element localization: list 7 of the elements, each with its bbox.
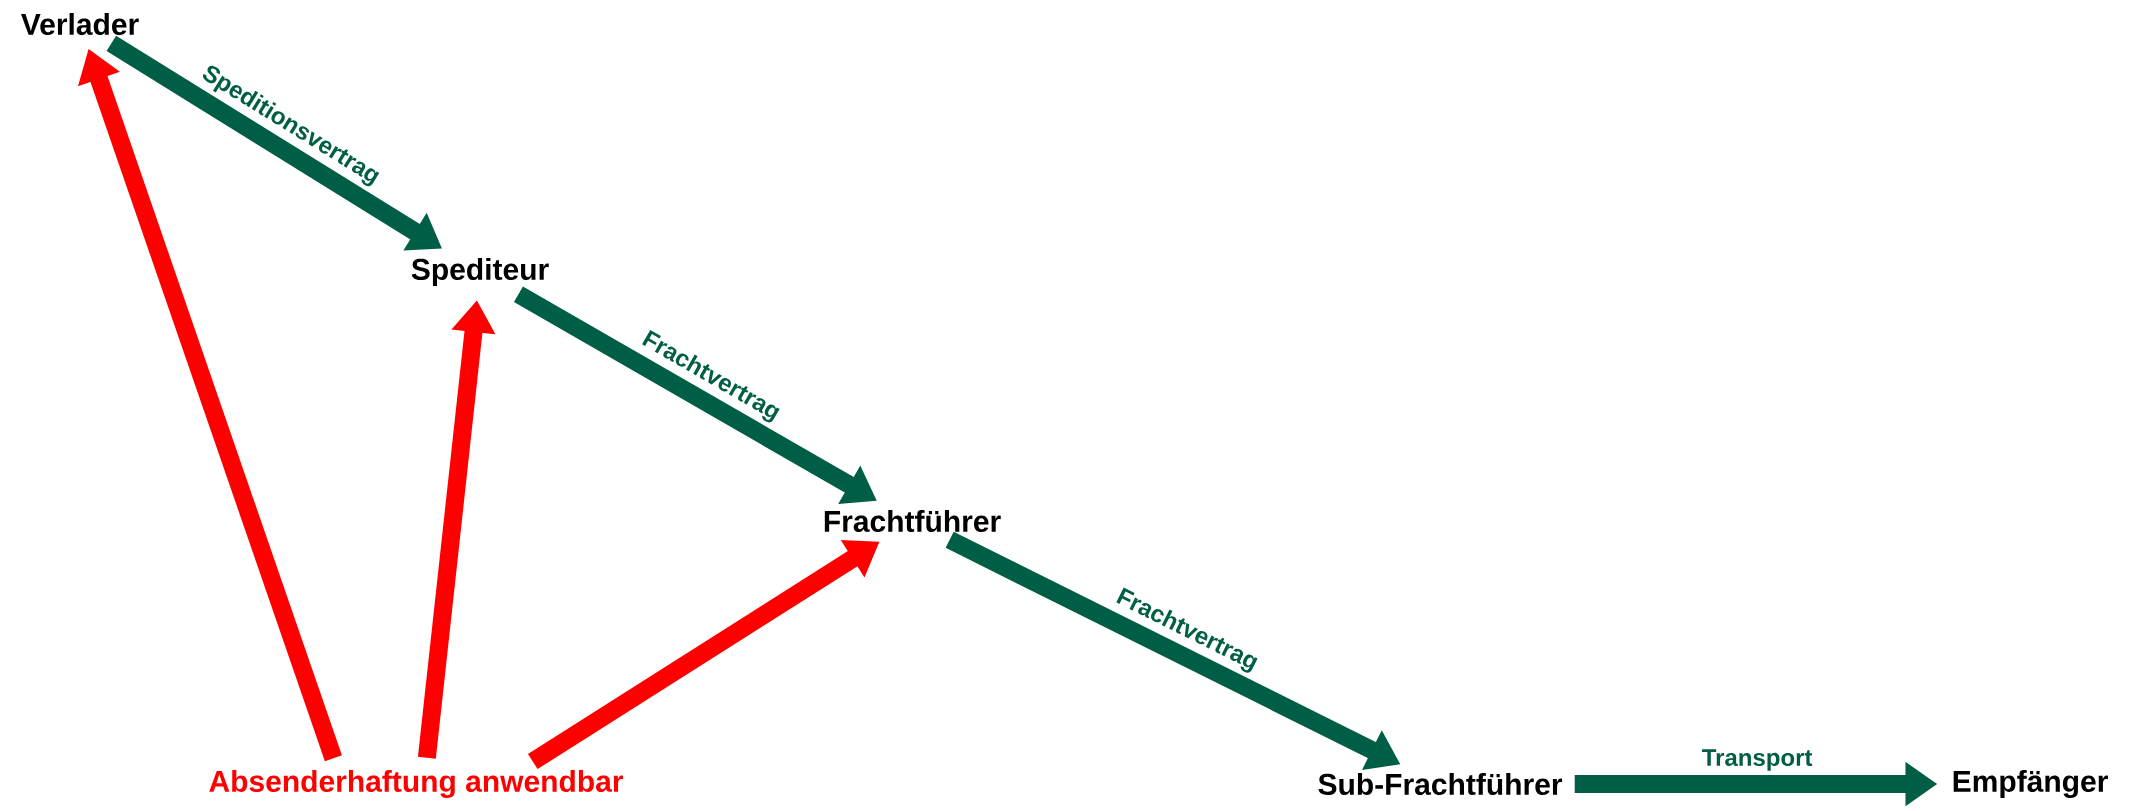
- node-label: Absenderhaftung anwendbar: [209, 769, 624, 799]
- node-label: Sub-Frachtführer: [1318, 773, 1563, 796]
- edge-label: Transport: [1702, 749, 1813, 771]
- node-label: Spediteur: [411, 258, 549, 286]
- node-label: Frachtführer: [824, 510, 1001, 533]
- node-label: Verlader: [21, 13, 139, 35]
- node-label: Empfänger: [1953, 769, 2108, 799]
